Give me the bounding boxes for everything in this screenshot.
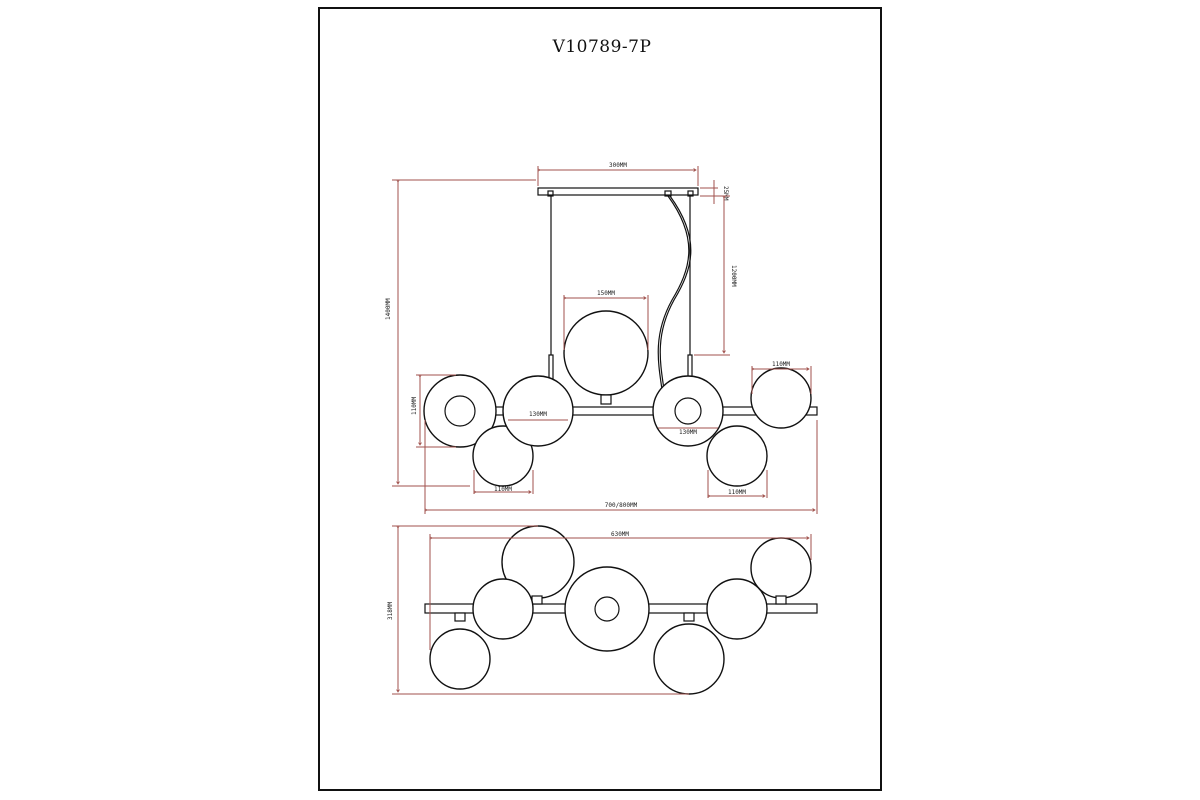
- top-holder-lower-left: [454, 612, 466, 622]
- label-lower-left-globe: 110MM: [494, 486, 512, 493]
- label-top-length: 630MM: [611, 531, 629, 538]
- globe-left-holder: [444, 395, 476, 427]
- label-left-globe: 110MM: [411, 397, 418, 415]
- top-globe-mid-right: [706, 578, 768, 640]
- globe-left: [423, 374, 497, 448]
- top-dimensions: 630MM 318MM: [387, 525, 812, 695]
- label-canopy-height: 25MM: [722, 186, 729, 201]
- label-mid-right-globe: 130MM: [679, 429, 697, 436]
- globe-mid-left: [502, 375, 574, 447]
- label-cable-length: 1200MM: [730, 265, 737, 287]
- top-globe-center: [564, 566, 650, 652]
- globe-mid-right-holder: [674, 397, 702, 425]
- label-top-depth: 318MM: [387, 602, 394, 620]
- top-holder-upper-right: [775, 595, 787, 605]
- label-mid-left-globe: 130MM: [529, 411, 547, 418]
- globe-center-holder: [600, 394, 612, 405]
- canopy: [537, 187, 699, 196]
- top-globe-mid-left: [472, 578, 534, 640]
- label-lower-right-globe: 110MM: [728, 489, 746, 496]
- top-globe-lower-right: [653, 623, 725, 695]
- label-canopy-width: 300MM: [609, 162, 627, 169]
- label-center-globe: 150MM: [597, 290, 615, 297]
- top-view: [424, 525, 818, 695]
- power-cable-outline: [659, 195, 692, 405]
- top-holder-upper-left: [531, 595, 543, 605]
- model-number: V10789-7P: [552, 37, 652, 57]
- power-cable: [657, 195, 690, 405]
- top-globe-center-holder: [594, 596, 620, 622]
- label-right-globe: 110MM: [772, 361, 790, 368]
- globe-lower-left: [472, 425, 534, 487]
- globe-lower-right: [706, 425, 768, 487]
- label-overall-length: 700/800MM: [605, 502, 638, 509]
- top-globe-lower-left: [429, 628, 491, 690]
- front-dimensions: 300MM 25MM 1200MM 1400MM 150MM 110MM 110…: [385, 162, 818, 514]
- globe-center: [563, 310, 649, 396]
- top-holder-lower-right: [683, 612, 695, 622]
- front-view: [423, 187, 818, 487]
- globe-right: [750, 367, 812, 429]
- label-total-height: 1400MM: [385, 298, 392, 320]
